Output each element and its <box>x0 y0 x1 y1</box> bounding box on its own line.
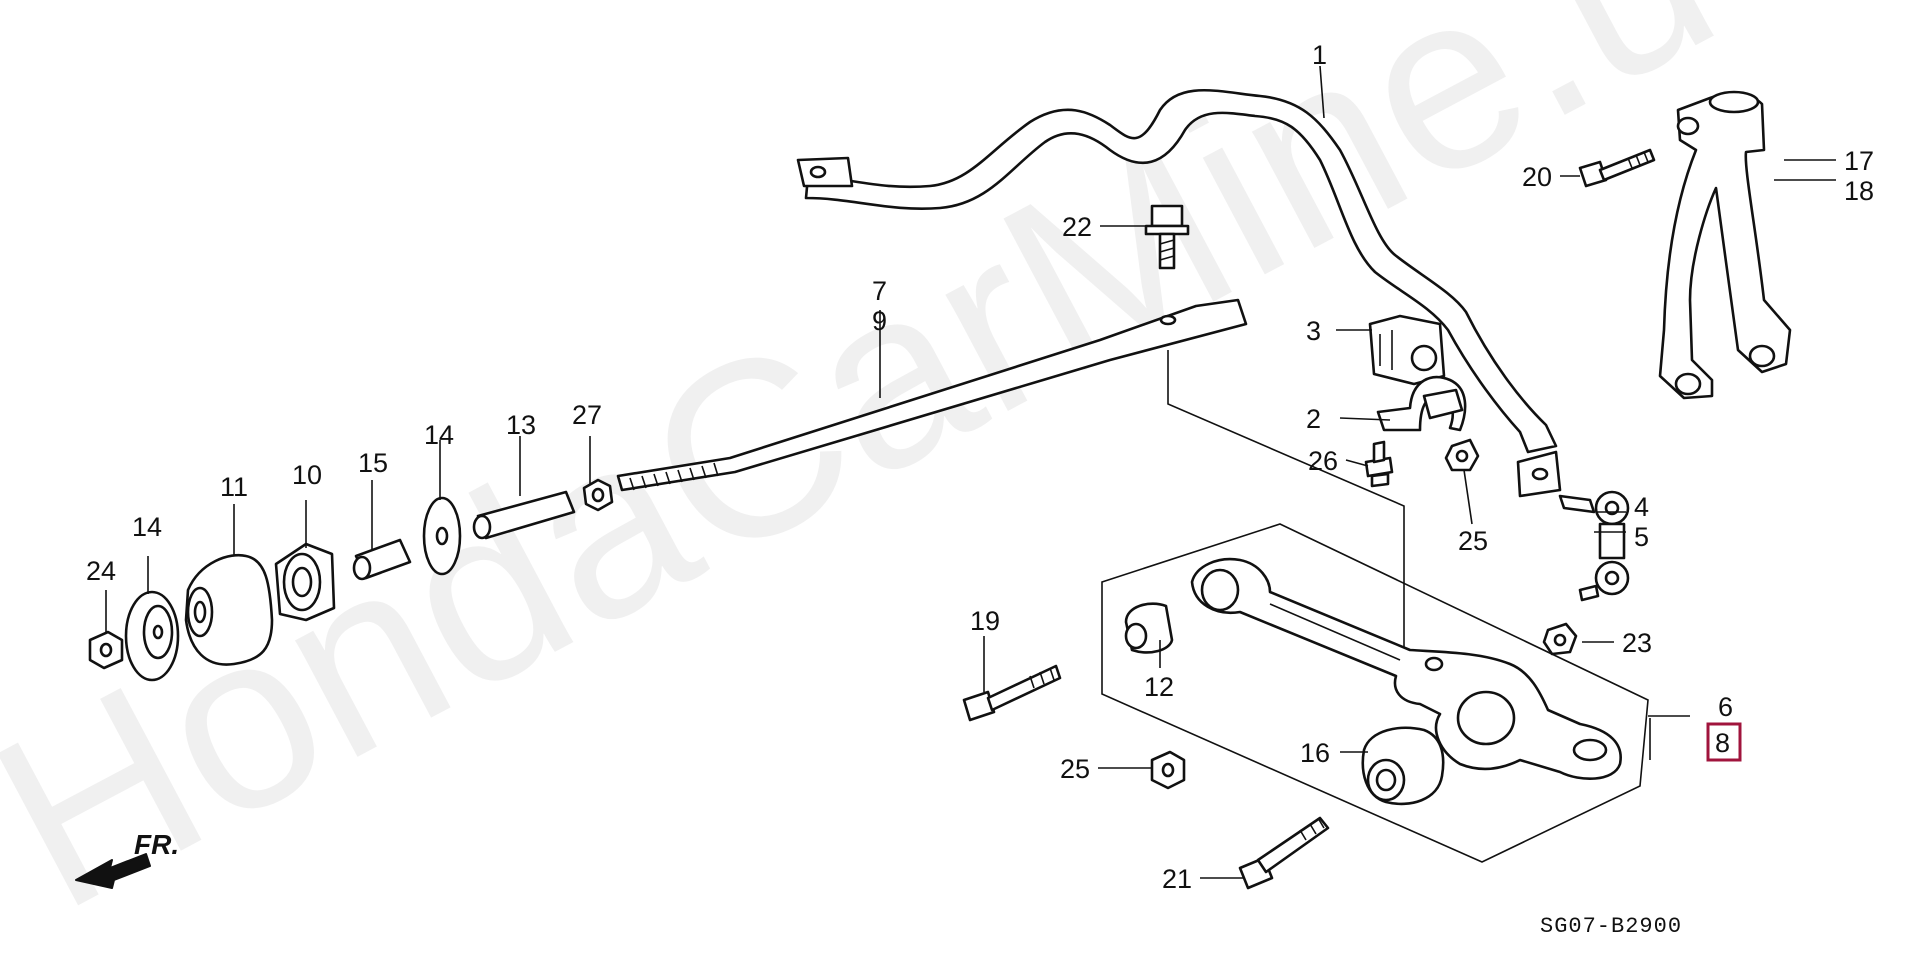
bushing-12[interactable] <box>1124 602 1174 654</box>
rod-to-arm-lead <box>1167 350 1405 660</box>
highlight-box <box>1706 722 1742 762</box>
callout-14-right[interactable]: 14 <box>424 420 454 450</box>
nut-25-lower[interactable] <box>1150 750 1186 790</box>
callout-labels: 1 2 3 4 5 6 7 8 9 10 11 12 13 14 14 15 1… <box>86 40 1874 894</box>
bushing-10[interactable] <box>274 542 336 622</box>
collar-15[interactable] <box>352 538 412 581</box>
callout-19[interactable]: 19 <box>970 606 1000 636</box>
callout-12[interactable]: 12 <box>1144 672 1174 702</box>
callout-1[interactable]: 1 <box>1312 40 1327 70</box>
spacer-13[interactable] <box>472 490 576 540</box>
stabilizer-bar[interactable] <box>796 88 1562 498</box>
callout-10[interactable]: 10 <box>292 460 322 490</box>
callout-2[interactable]: 2 <box>1306 404 1321 434</box>
callout-25-lower[interactable]: 25 <box>1060 754 1090 784</box>
lower-arm[interactable] <box>1190 557 1622 781</box>
front-label: FR. <box>134 829 179 860</box>
washer-14-left[interactable] <box>124 590 180 682</box>
callout-8[interactable]: 8 <box>1715 728 1730 758</box>
callout-25-upper[interactable]: 25 <box>1458 526 1488 556</box>
nut-25-upper[interactable] <box>1444 438 1480 472</box>
nut-23[interactable] <box>1542 622 1578 656</box>
nut-27[interactable] <box>582 478 614 512</box>
rubber-cushion-11[interactable] <box>184 553 274 666</box>
front-direction-indicator: FR. <box>75 829 179 889</box>
bolt-20[interactable] <box>1578 148 1656 188</box>
lower-arm-group-outline <box>1101 523 1649 863</box>
callout-3[interactable]: 3 <box>1306 316 1321 346</box>
callout-20[interactable]: 20 <box>1522 162 1552 192</box>
callout-11[interactable]: 11 <box>220 472 248 502</box>
stud-26[interactable] <box>1364 440 1394 488</box>
callout-22[interactable]: 22 <box>1062 212 1092 242</box>
callout-7[interactable]: 7 <box>872 276 887 306</box>
callout-16[interactable]: 16 <box>1300 738 1330 768</box>
callout-4[interactable]: 4 <box>1634 492 1649 522</box>
callout-13[interactable]: 13 <box>506 410 536 440</box>
callout-24[interactable]: 24 <box>86 556 116 586</box>
callout-14-left[interactable]: 14 <box>132 512 162 542</box>
bolt-22[interactable] <box>1144 204 1190 270</box>
steering-knuckle[interactable] <box>1658 90 1792 400</box>
bolt-21[interactable] <box>1238 816 1330 890</box>
diagram-code: SG07-B2900 <box>1540 914 1682 939</box>
stabilizer-link[interactable] <box>1558 490 1630 602</box>
callout-5[interactable]: 5 <box>1634 522 1649 552</box>
washer-14-right[interactable] <box>422 496 462 576</box>
callout-27[interactable]: 27 <box>572 400 602 430</box>
callout-9[interactable]: 9 <box>872 306 887 336</box>
bolt-19[interactable] <box>962 664 1062 722</box>
callout-17[interactable]: 17 <box>1844 146 1874 176</box>
callout-18[interactable]: 18 <box>1844 176 1874 206</box>
callout-21[interactable]: 21 <box>1162 864 1192 894</box>
bushing-holder[interactable] <box>1376 375 1467 432</box>
nut-24[interactable] <box>88 630 124 670</box>
radius-rod[interactable] <box>616 298 1248 492</box>
leader-lines <box>105 65 1836 879</box>
callout-26[interactable]: 26 <box>1308 446 1338 476</box>
front-arrow-icon <box>75 853 151 889</box>
callout-23[interactable]: 23 <box>1622 628 1652 658</box>
watermark: HondaCarMine.u <box>0 0 1754 962</box>
callout-6[interactable]: 6 <box>1718 692 1733 722</box>
stabilizer-bushing[interactable] <box>1368 314 1446 386</box>
callout-15[interactable]: 15 <box>358 448 388 478</box>
bushing-16[interactable] <box>1361 726 1445 806</box>
